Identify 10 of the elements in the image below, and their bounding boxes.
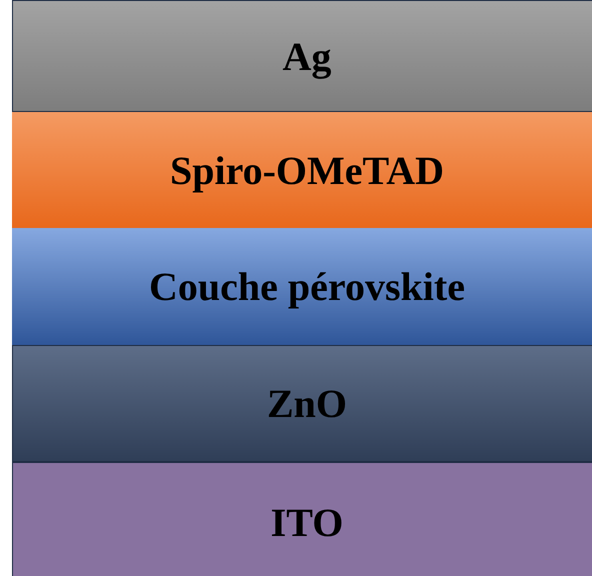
layer-band	[12, 228, 592, 345]
layer-band	[12, 345, 592, 462]
layer-label: Spiro-OMeTAD	[170, 146, 444, 194]
layer-label: ITO	[270, 498, 344, 546]
layer-label: Couche pérovskite	[149, 263, 465, 310]
layer-band	[12, 462, 592, 576]
layer-band	[12, 0, 592, 112]
layer-band	[12, 112, 592, 228]
layer-label: Ag	[282, 32, 332, 80]
layer-label: ZnO	[266, 380, 348, 427]
